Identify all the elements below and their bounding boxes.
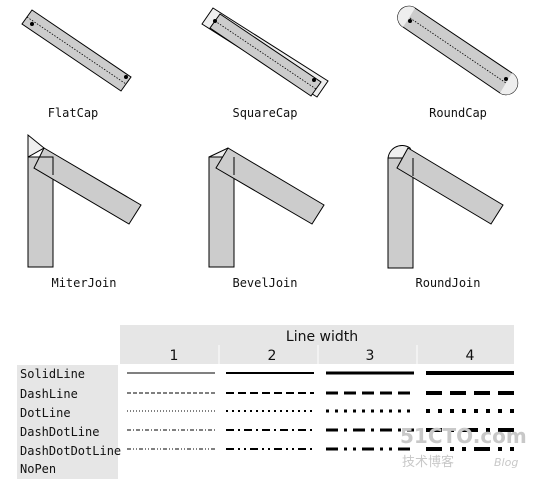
table-row-labels-background [17,365,118,479]
roundjoin-example [387,145,504,269]
width-header-4: 4 [466,348,475,364]
squarecap-example [201,7,329,98]
roundcap-example [397,5,519,96]
roundcap-end-cap [500,73,518,95]
flatcap-label: FlatCap [48,106,99,120]
roundcap-label: RoundCap [429,106,487,120]
table-header-background [120,325,514,364]
style-label-nopen: NoPen [20,462,56,476]
roundcap-centerline [409,17,507,84]
style-label-dotline: DotLine [20,406,71,420]
style-label-dashline: DashLine [20,387,78,401]
flatcap-example [21,9,132,92]
miterjoin-example [27,133,142,268]
beveljoin-diagonal-stroke [215,147,325,225]
miterjoin-miter-tip [27,133,45,158]
miterjoin-label: MiterJoin [51,276,116,290]
squarecap-start-point [213,19,217,23]
flatcap-centerline [26,16,127,85]
pen-style-table: Line width 1 2 3 4 SolidLine DashLine Do… [17,325,514,479]
style-label-dashdotline: DashDotLine [20,425,99,439]
flatcap-start-point [30,22,34,26]
width-header-1: 1 [170,348,179,364]
roundcap-end-point [504,77,508,81]
squarecap-label: SquareCap [232,106,297,120]
line-style-samples [127,371,514,451]
line-width-title: Line width [286,329,358,345]
roundcap-start-point [408,19,412,23]
watermark-blog-text: Blog [494,456,518,469]
flatcap-end-point [124,75,128,79]
roundjoin-vertical-stroke [387,157,414,269]
watermark-site-text: 51CTO.com [400,424,527,448]
roundjoin-diagonal-stroke [396,147,504,225]
miterjoin-overlap-outline [28,156,54,175]
beveljoin-example [208,147,325,268]
style-label-solidline: SolidLine [20,367,85,381]
width-header-3: 3 [366,348,375,364]
roundjoin-label: RoundJoin [415,276,480,290]
width-header-2: 2 [268,348,277,364]
flatcap-stroke-body [21,9,132,92]
roundcap-start-cap [397,6,415,28]
style-label-dashdotdotline: DashDotDotLine [20,444,121,458]
squarecap-end-point [312,78,316,82]
watermark: 51CTO.com 技术博客 Blog [400,424,527,470]
miterjoin-diagonal-stroke [33,147,142,225]
watermark-chinese-text: 技术博客 [402,454,454,470]
squarecap-centerline [214,20,317,90]
beveljoin-label: BevelJoin [232,276,297,290]
